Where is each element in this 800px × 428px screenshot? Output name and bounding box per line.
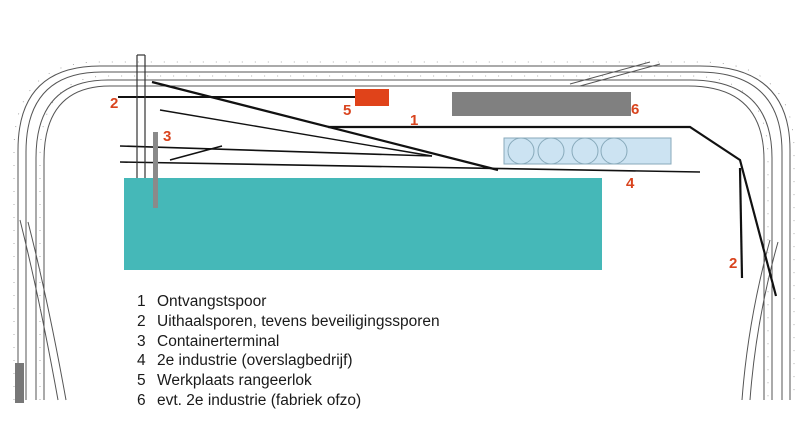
legend-text: Werkplaats rangeerlok — [157, 372, 312, 390]
tank-3 — [571, 137, 599, 165]
label-3: 3 — [163, 128, 171, 145]
industry-4-box — [503, 137, 672, 165]
outer-track-rail-b — [25, 71, 783, 400]
legend-key: 4 — [137, 352, 146, 370]
factory-building — [452, 92, 631, 116]
label-1: 1 — [410, 112, 418, 129]
track-3-terminal-diag — [169, 145, 223, 161]
label-5: 5 — [343, 102, 351, 119]
legend-item: 4 2e industrie (overslagbedrijf) — [137, 351, 440, 371]
track-2-right-stub — [738, 167, 744, 279]
label-2-left: 2 — [110, 95, 118, 112]
legend-item: 1 Ontvangstspoor — [137, 292, 440, 312]
yard-tracks — [118, 54, 778, 297]
track-1-receiving — [328, 125, 778, 297]
left-branch-rail-a — [19, 219, 59, 401]
label-6: 6 — [631, 101, 639, 118]
outer-track-rail-a — [17, 65, 791, 400]
track-to-4-industry — [119, 161, 701, 173]
legend-key: 3 — [137, 332, 146, 350]
right-branch-rail-a — [741, 239, 771, 401]
tank-4 — [600, 137, 628, 165]
small-building-left — [15, 363, 24, 403]
legend-text: Containerterminal — [157, 332, 280, 350]
inner-track-rail-a — [35, 79, 773, 400]
legend-key: 2 — [137, 312, 146, 330]
tank-1 — [507, 137, 535, 165]
legend-key: 5 — [137, 372, 146, 390]
legend-item: 5 Werkplaats rangeerlok — [137, 371, 440, 391]
legend-text: Ontvangstspoor — [157, 293, 267, 310]
inner-track-rail-b — [43, 85, 765, 400]
track-branch-to-diag — [159, 109, 433, 157]
legend-item: 6 evt. 2e industrie (fabriek ofzo) — [137, 391, 440, 411]
track-3-terminal-upper — [119, 145, 433, 157]
tank-2 — [537, 137, 565, 165]
track-diagonal-main — [151, 80, 499, 172]
label-4: 4 — [626, 175, 635, 192]
container-terminal-area — [124, 178, 602, 270]
crane-bar — [153, 132, 158, 208]
legend-item: 3 Containerterminal — [137, 332, 440, 352]
legend-text: Uithaalsporen, tevens beveiligingssporen — [157, 312, 440, 330]
workshop-building — [355, 89, 389, 106]
right-branch-rail-b — [749, 241, 779, 401]
legend-item: 2 Uithaalsporen, tevens beveiligingsspor… — [137, 312, 440, 332]
crossover-top-right — [569, 61, 651, 85]
label-2-right: 2 — [729, 255, 737, 272]
crossover-top-right-b — [579, 63, 661, 87]
mainline-loop — [17, 61, 791, 401]
legend-text: evt. 2e industrie (fabriek ofzo) — [157, 391, 362, 409]
legend-text: 2e industrie (overslagbedrijf) — [157, 352, 353, 370]
industry-4-tanks — [507, 137, 628, 165]
left-branch-rail-b — [27, 221, 67, 401]
legend: 1 Ontvangstspoor 2 Uithaalsporen, tevens… — [137, 292, 440, 411]
legend-key: 6 — [137, 391, 146, 409]
legend-key: 1 — [137, 293, 146, 310]
